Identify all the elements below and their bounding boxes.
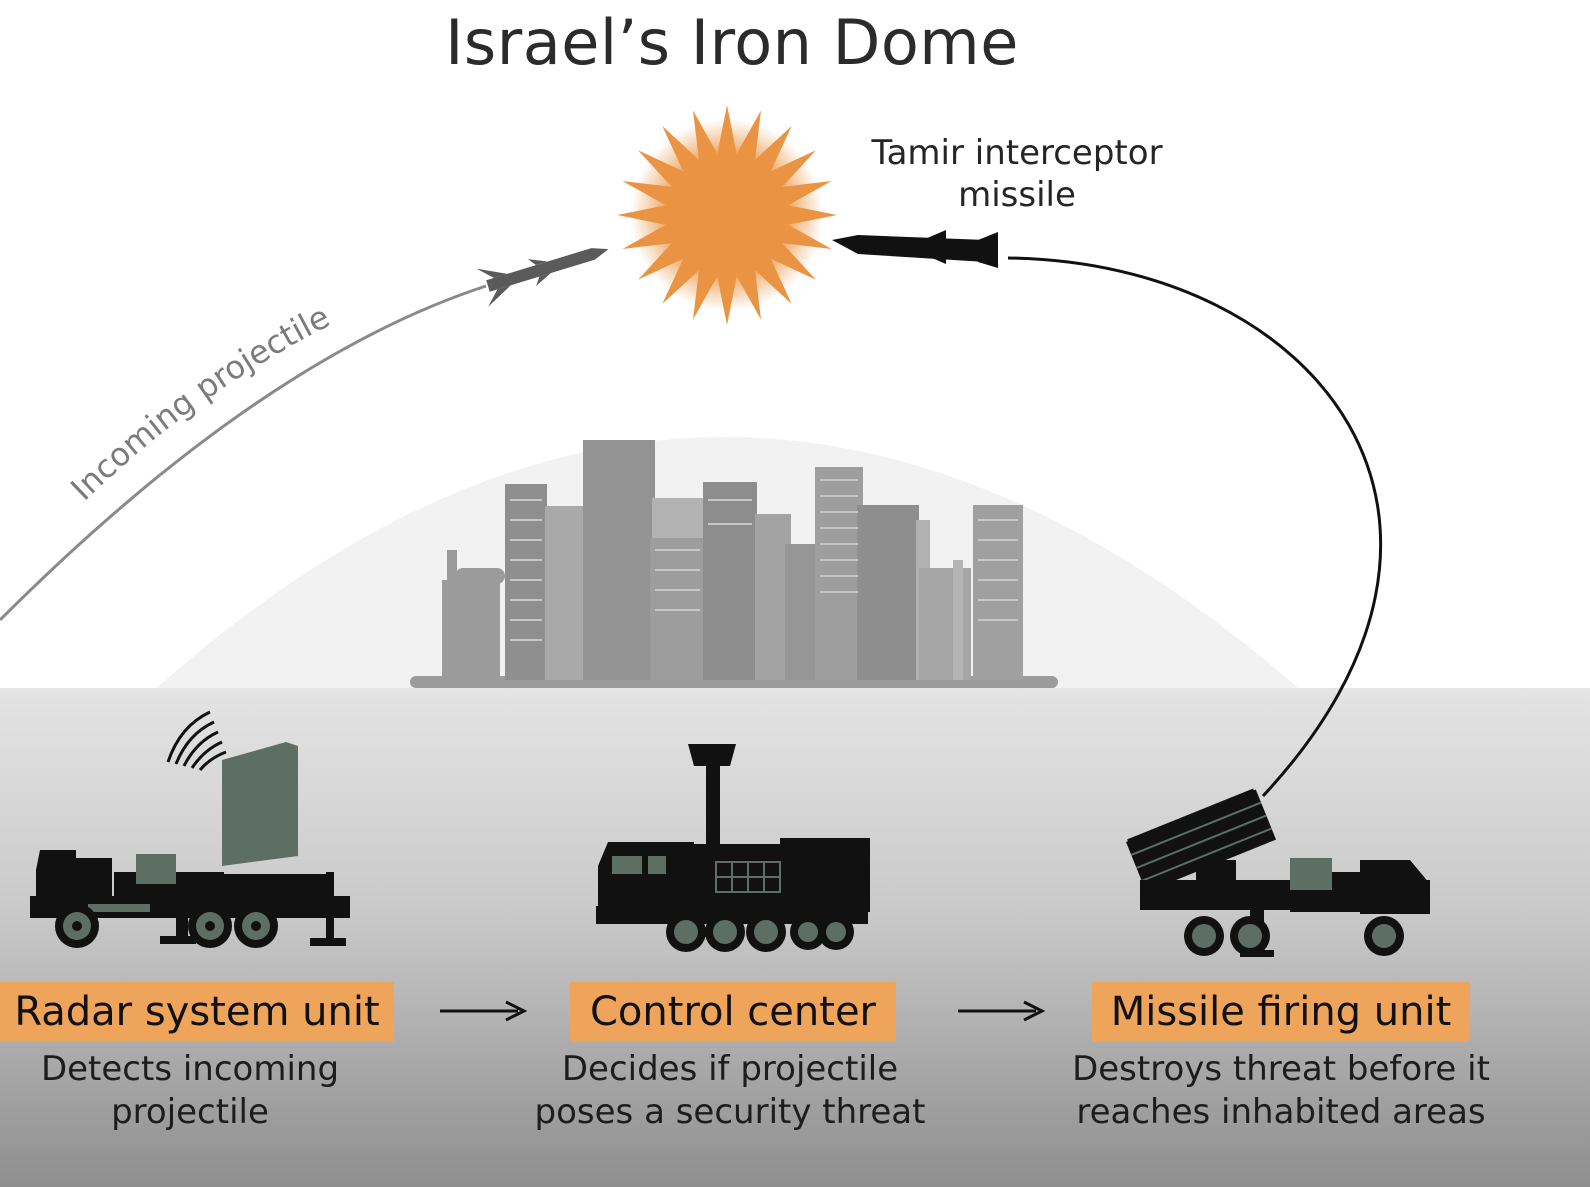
flow-arrow-icon (958, 1000, 1046, 1022)
page-title: Israel’s Iron Dome (445, 6, 1019, 79)
interceptor-label: Tamir interceptor missile (871, 133, 1163, 215)
stage-radar-description: Detects incoming projectile (40, 1049, 340, 1132)
stage-launcher-description: Destroys threat before it reaches inhabi… (1072, 1049, 1490, 1132)
incoming-missile (476, 248, 609, 307)
flow-arrow-icon (440, 1000, 528, 1022)
incoming-trajectory (0, 284, 487, 622)
incoming-projectile-label: Incoming projectile (63, 297, 335, 507)
launcher-wheels (1184, 916, 1404, 956)
stage-radar-label: Radar system unit (0, 982, 394, 1042)
city-skyline (410, 440, 1058, 688)
missile-launcher-truck (1126, 788, 1430, 957)
control-center-truck (596, 744, 870, 952)
building-windows (510, 479, 1018, 641)
stage-launcher-label: Missile firing unit (1092, 982, 1470, 1042)
explosion-burst (617, 105, 837, 325)
interceptor-missile (832, 230, 998, 268)
radar-wheels (55, 904, 278, 948)
radar-waves-icon (166, 710, 227, 771)
incoming-projectile-text: Incoming projectile (63, 297, 335, 507)
control-center-wheels (666, 912, 854, 952)
interceptor-trajectory (1007, 256, 1383, 798)
stage-control-description: Decides if projectile poses a security t… (534, 1049, 926, 1132)
stage-control-label: Control center (570, 982, 896, 1042)
radar-truck (30, 710, 350, 948)
